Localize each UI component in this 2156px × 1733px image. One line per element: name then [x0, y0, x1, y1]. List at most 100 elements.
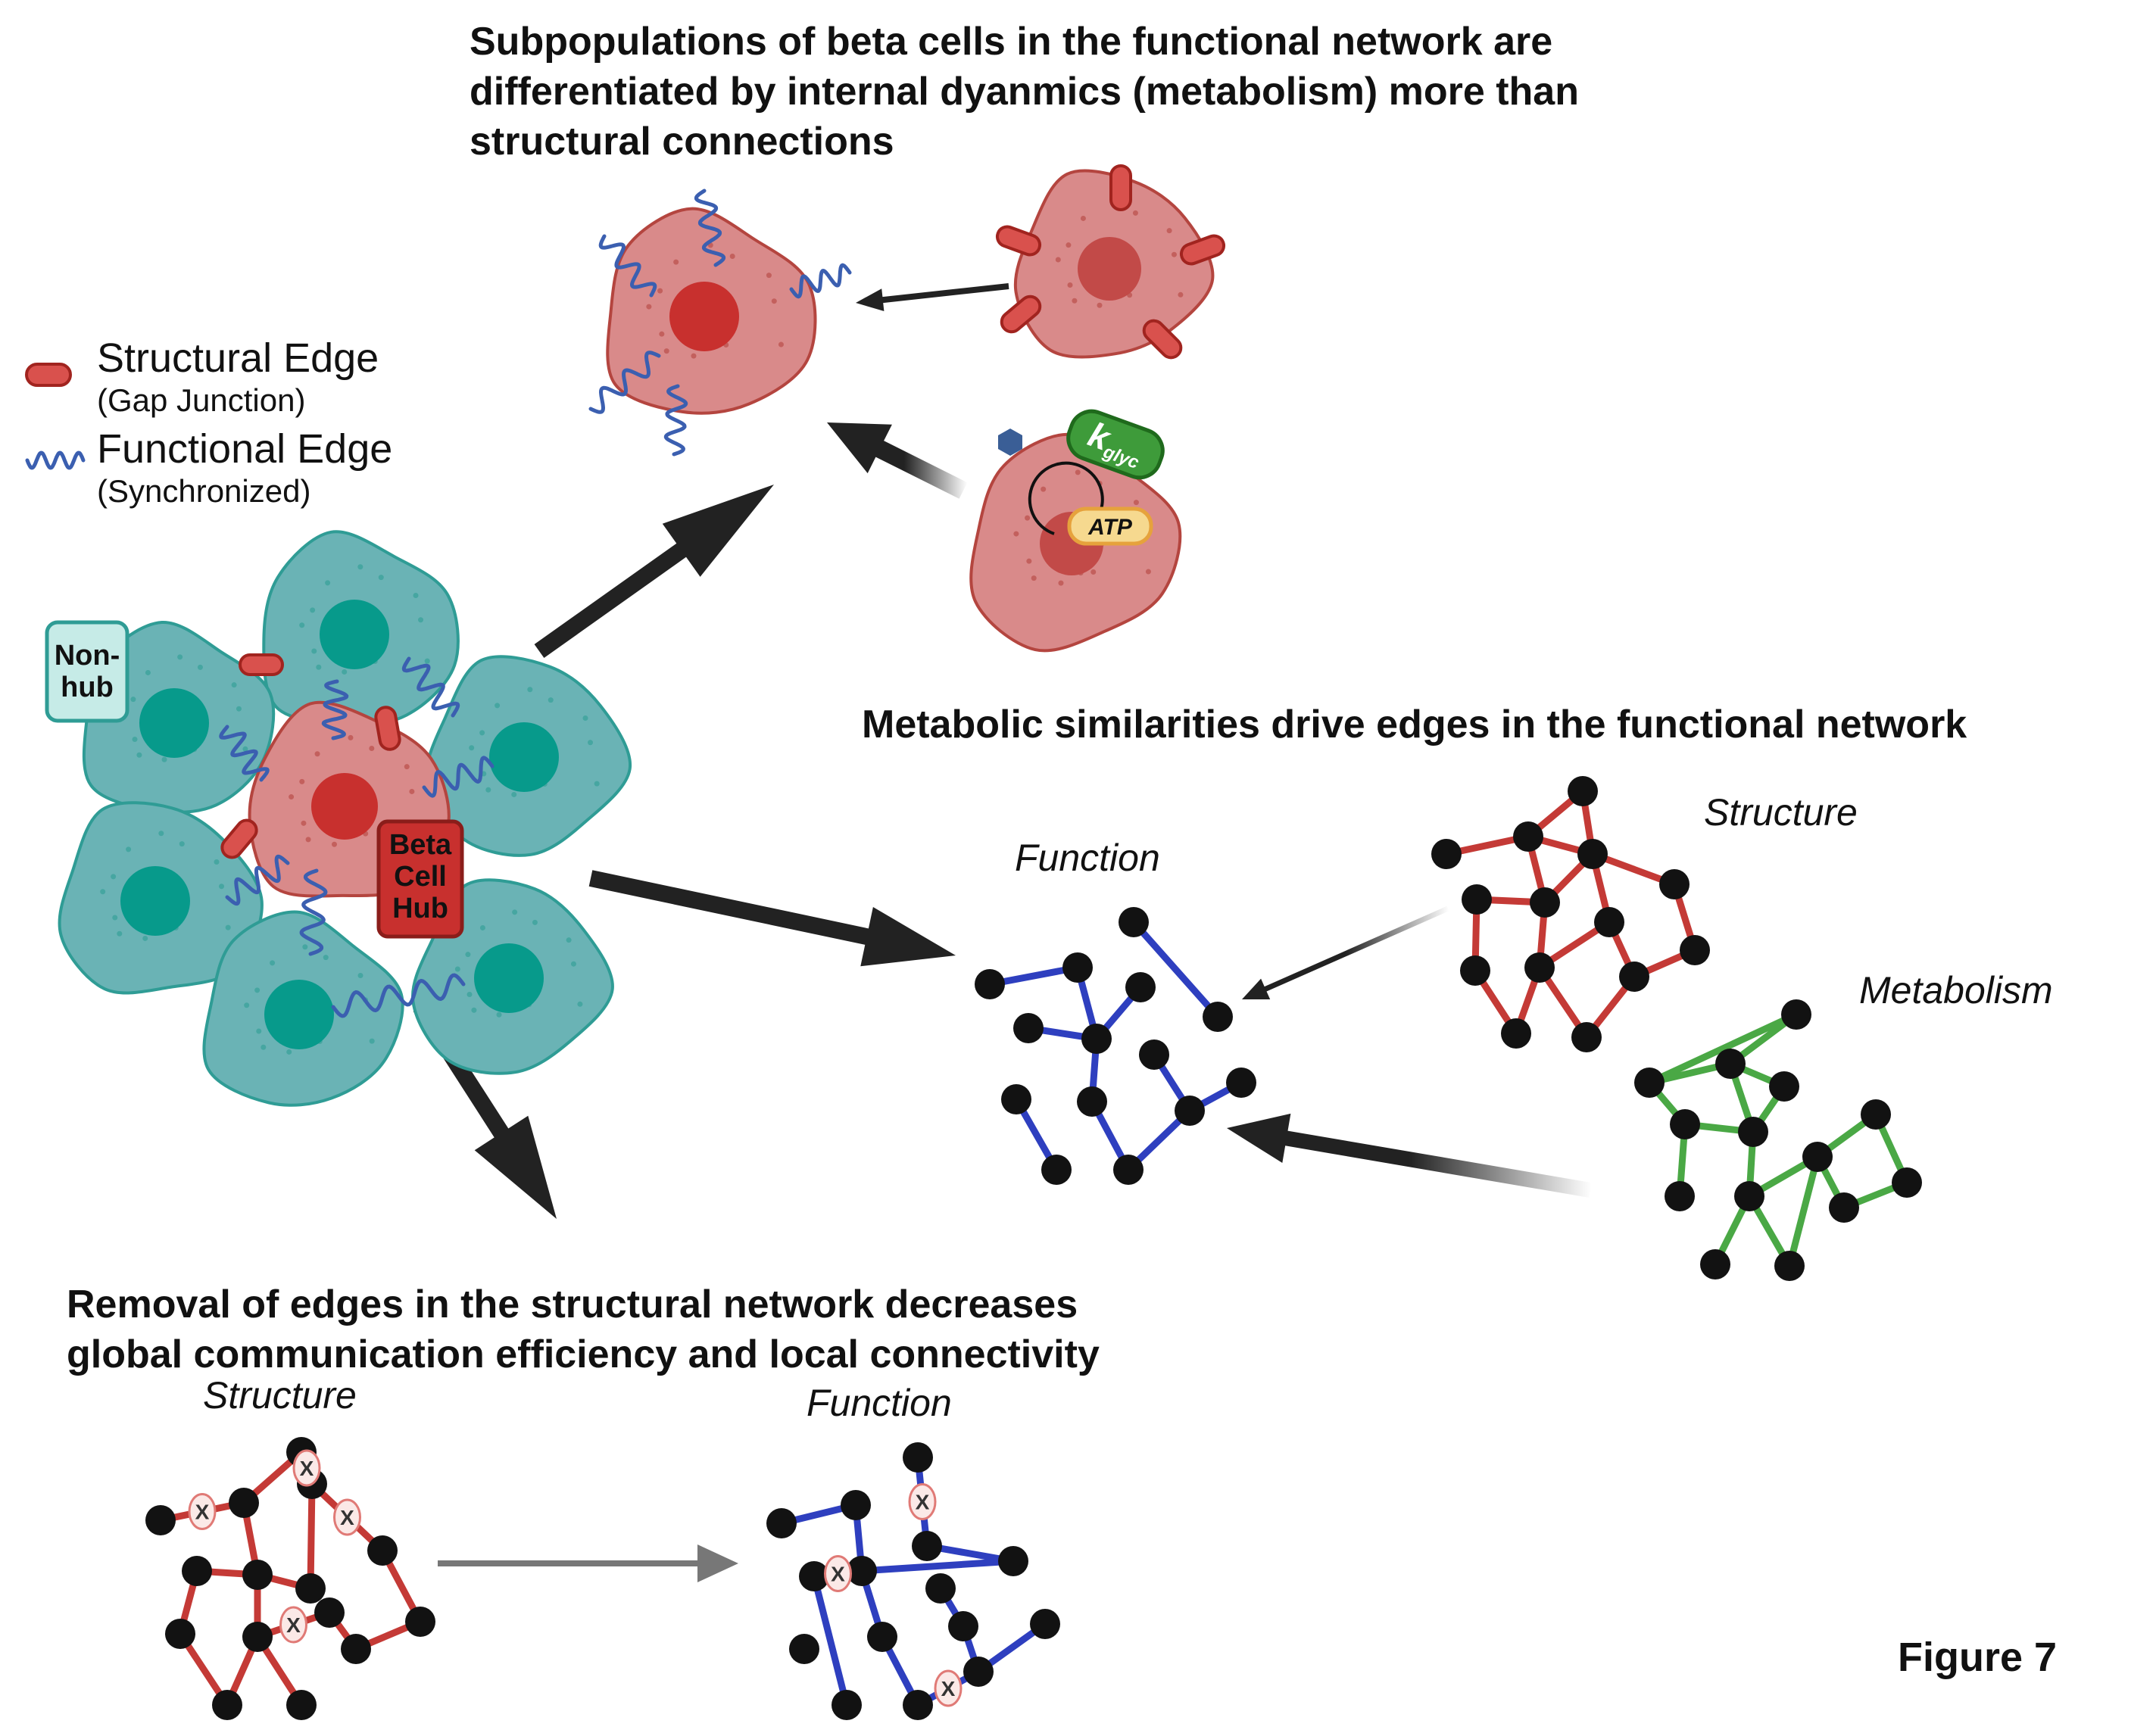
connected-cell-gap-junction — [1179, 234, 1226, 266]
non-hub-cell-right-speckle — [479, 730, 485, 736]
structure-network-node — [1530, 887, 1560, 918]
non-hub-cell-lower-right-speckle — [466, 991, 473, 997]
functional-hub-cell-speckle — [691, 353, 697, 359]
metabolism-network-node — [1781, 999, 1811, 1030]
non-hub-cell-top-speckle — [378, 575, 384, 581]
functional-edge-wave — [422, 756, 495, 798]
structural-edge-legend-icon — [25, 363, 72, 387]
hub-label-box — [376, 819, 464, 939]
function-network — [975, 907, 1256, 1185]
removal-structure-network-node — [182, 1556, 212, 1586]
metabolic-cell-speckle — [1075, 469, 1081, 475]
non-hub-cell-lower-left-speckle — [179, 841, 185, 847]
structural-edge-gap-junction — [239, 653, 284, 676]
non-hub-cell-lower-left-speckle — [214, 859, 220, 865]
metabolism-network — [1634, 999, 1922, 1281]
non-hub-cell-bottom-speckle — [261, 1044, 267, 1050]
hub-label-line: Beta — [389, 829, 452, 861]
removal-function-network-removed-marker — [908, 1483, 937, 1520]
connected-cell-speckle — [1132, 210, 1138, 216]
removal-function-network-removed-marker — [934, 1669, 963, 1707]
structure-network-node — [1462, 884, 1492, 915]
metabolic-cell-speckle — [1026, 558, 1032, 564]
metabolism-network-node — [1774, 1251, 1805, 1281]
function-network-node — [1077, 1086, 1107, 1117]
connected-cell-speckle — [1055, 257, 1061, 263]
metabolism-network-label: Metabolism — [1859, 969, 2053, 1011]
functional-edge-wave — [321, 679, 349, 740]
structure-network-node — [1619, 962, 1649, 992]
non-hub-cell-top-nucleus — [320, 600, 389, 669]
structure-network-node — [1568, 776, 1598, 806]
removal-function-network-edge — [858, 1557, 1017, 1575]
metabolism-network-node — [1665, 1181, 1695, 1211]
glucose-hexagon-icon — [998, 429, 1022, 456]
structure-network-node — [1431, 839, 1462, 869]
removal-function-network-edge — [810, 1572, 850, 1709]
connected-cell-speckle — [1171, 251, 1177, 257]
arrow-connected-to-hub — [856, 283, 1009, 311]
removal-structure-network-removed-marker — [188, 1493, 217, 1530]
arrow-metabolism-to-function — [1227, 1113, 1592, 1198]
structure-network-node — [1594, 907, 1624, 937]
removal-structure-label: Structure — [203, 1374, 357, 1417]
non-hub-cell-top-speckle — [310, 607, 316, 613]
structural-edge-gap-junction — [220, 818, 258, 859]
metabolic-cell-speckle — [1025, 515, 1031, 521]
non-hub-cell-top-speckle — [325, 580, 331, 586]
function-network-node — [1041, 1155, 1072, 1185]
non-hub-cell-bottom-speckle — [256, 1028, 262, 1034]
non-hub-cell-lower-right-nucleus — [474, 943, 544, 1013]
hub-functional-wave — [663, 384, 688, 457]
non-hub-cell-lower-right-speckle — [512, 909, 518, 915]
non-hub-cell-right-speckle — [511, 791, 517, 797]
removal-structure-network-node — [242, 1560, 273, 1590]
non-hub-cell-lower-left-speckle — [142, 935, 148, 941]
non-hub-cell-right — [425, 655, 632, 857]
metabolism-network-node — [1700, 1249, 1730, 1279]
non-hub-cell-lower-left-speckle — [126, 846, 132, 852]
functional-hub-cell-speckle — [778, 341, 784, 348]
function-network-node — [1175, 1096, 1205, 1126]
beta-cell-hub-speckle — [332, 841, 338, 847]
metabolism-network-node — [1634, 1068, 1665, 1098]
structural-edge-gap-junction — [374, 706, 401, 751]
connected-cell-speckle — [1066, 242, 1072, 248]
hub-functional-wave — [694, 189, 726, 267]
hub-label-line: Cell — [394, 861, 447, 893]
functional-hub-cell-nucleus — [669, 282, 739, 351]
removal-structure-network-removed-marker — [279, 1606, 307, 1644]
removal-structure-network-node — [229, 1488, 259, 1518]
structure-network-node — [1524, 952, 1555, 983]
non-hub-cell-top-speckle — [342, 669, 348, 675]
beta-cell-hub-speckle — [369, 745, 375, 751]
structure-network — [1431, 776, 1710, 1052]
non-hub-label-line: Non- — [55, 640, 120, 672]
removal-function-network-node — [948, 1611, 978, 1641]
structure-network-label: Structure — [1704, 791, 1858, 834]
metabolism-network-node — [1670, 1109, 1700, 1139]
removal-structure-network-removed-x: X — [300, 1457, 314, 1480]
removal-structure-network-node — [286, 1690, 317, 1720]
non-hub-cell-right-speckle — [582, 715, 588, 721]
non-hub-cell-left-speckle — [161, 756, 167, 762]
non-hub-cell-top-speckle — [424, 658, 430, 664]
non-hub-cell-bottom-speckle — [323, 955, 329, 961]
beta-cell-hub-speckle — [409, 788, 415, 794]
removal-function-network-removed-x: X — [916, 1491, 930, 1514]
non-hub-cell-lower-left-speckle — [158, 831, 164, 837]
hub-functional-wave — [588, 351, 661, 414]
non-hub-cell-lower-left-speckle — [112, 915, 118, 921]
functional-hub-cell-speckle — [771, 298, 777, 304]
metabolic-cell-speckle — [1041, 486, 1047, 492]
functional-edge-wave — [219, 725, 270, 782]
removal-structure-network-removed-marker — [333, 1498, 361, 1536]
removal-structure-network-node — [212, 1690, 242, 1720]
kglyc-enzyme-label: kglyc — [1082, 414, 1149, 473]
removal-function-network-node — [925, 1573, 956, 1604]
non-hub-cell-top-speckle — [311, 648, 317, 654]
metabolism-cycle-arrow — [1028, 461, 1104, 535]
